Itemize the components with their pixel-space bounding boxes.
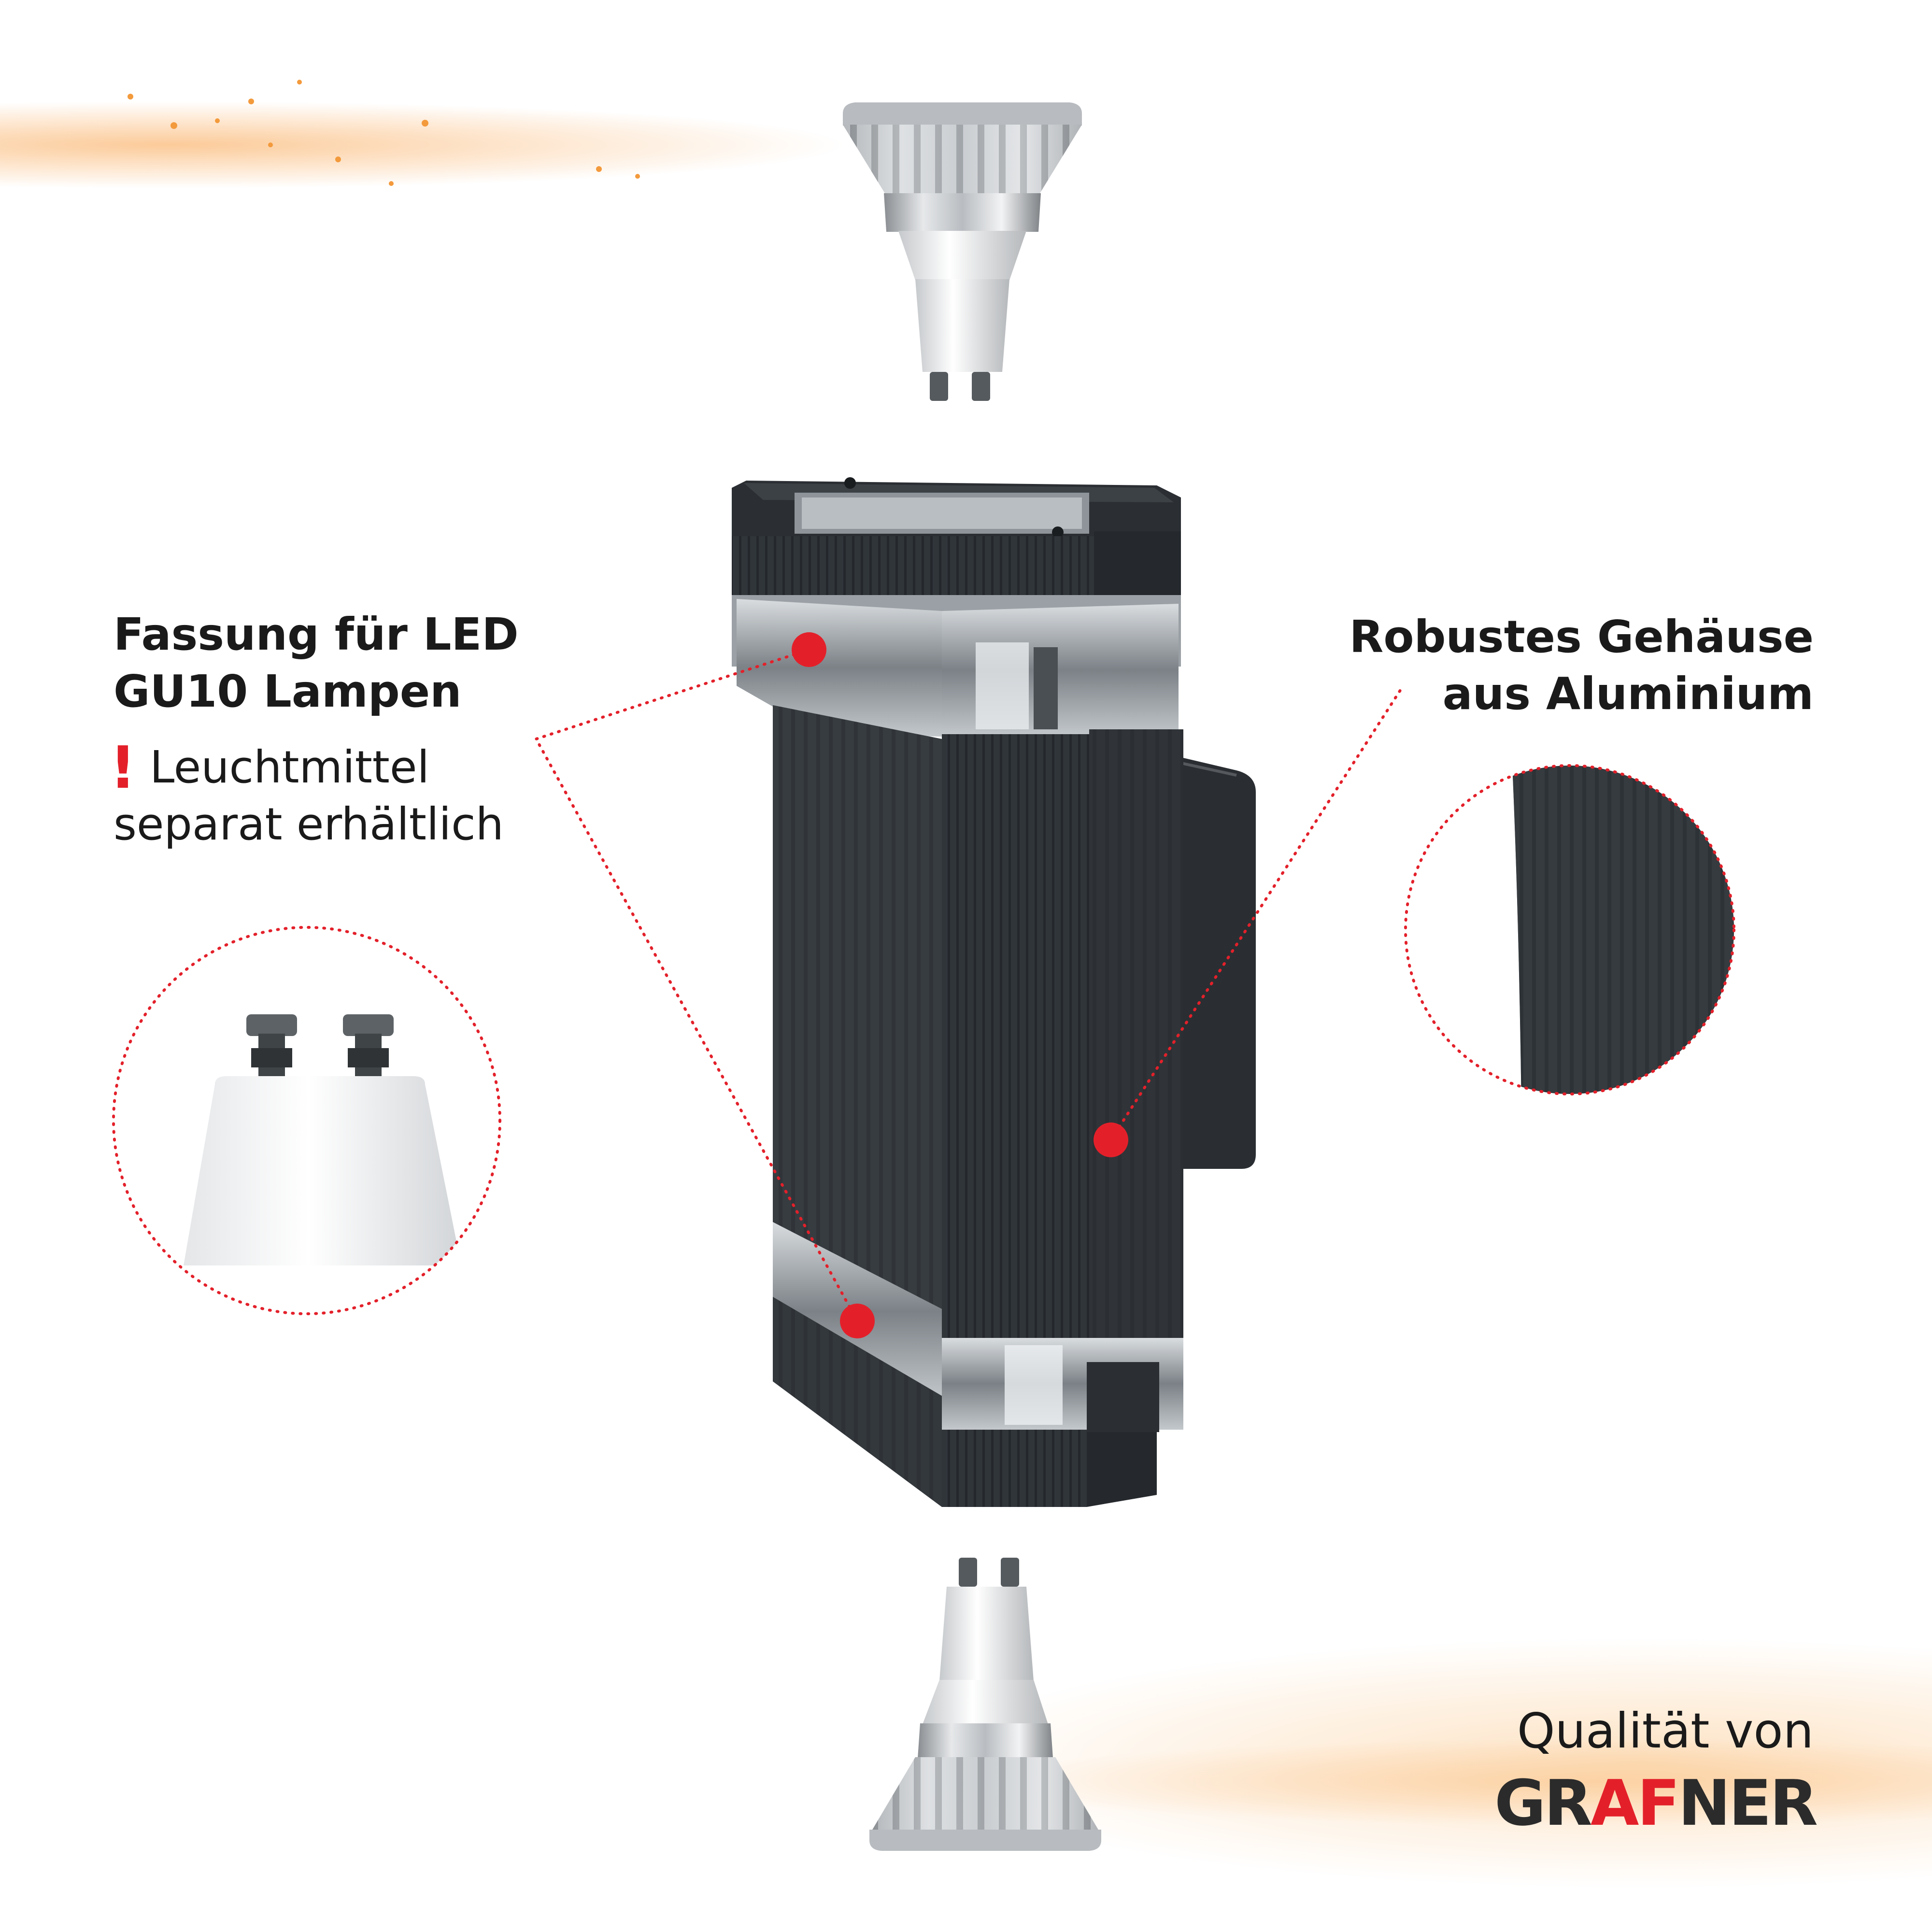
marker-housing	[1094, 1122, 1128, 1157]
sparkles	[128, 80, 640, 186]
quality-label: Qualität von	[1517, 1703, 1814, 1759]
brand-part-2: NER	[1678, 1766, 1818, 1840]
brand-logo: GRAFNER	[1478, 1768, 1818, 1835]
gu10-base-icon	[184, 1014, 461, 1265]
marker-lower-socket	[840, 1304, 875, 1338]
leader-lines	[534, 648, 1405, 1322]
housing-texture-zoom	[1404, 764, 1735, 1095]
gu10-bulb-icon	[869, 1558, 1101, 1851]
socket-callout: Fassung für LED GU10 Lampen	[114, 606, 597, 720]
gu10-bulb-icon	[843, 102, 1082, 401]
socket-callout-line-1: Fassung für LED	[114, 609, 519, 660]
callout-markers	[792, 632, 1128, 1338]
socket-callout-line-2: GU10 Lampen	[114, 666, 462, 717]
housing-callout-line-2: aus Aluminium	[1442, 668, 1814, 720]
bulb-notice-line-2: separat erhältlich	[114, 798, 504, 850]
housing-callout-line-1: Robustes Gehäuse	[1349, 611, 1814, 663]
brand-wordmark: GRAFNER	[1494, 1772, 1818, 1834]
housing-callout: Robustes Gehäuse aus Aluminium	[1331, 609, 1814, 723]
bulb-notice-line-1: Leuchtmittel	[150, 741, 429, 793]
exclamation-icon: !	[110, 735, 136, 802]
marker-upper-socket	[792, 632, 826, 667]
brand-accent: AF	[1590, 1766, 1680, 1840]
gu10-base-zoom	[112, 926, 501, 1315]
bulb-notice: ! Leuchtmittel separat erhältlich	[110, 739, 597, 853]
brand-part-1: GR	[1494, 1766, 1592, 1840]
wall-light-housing	[732, 477, 1256, 1507]
